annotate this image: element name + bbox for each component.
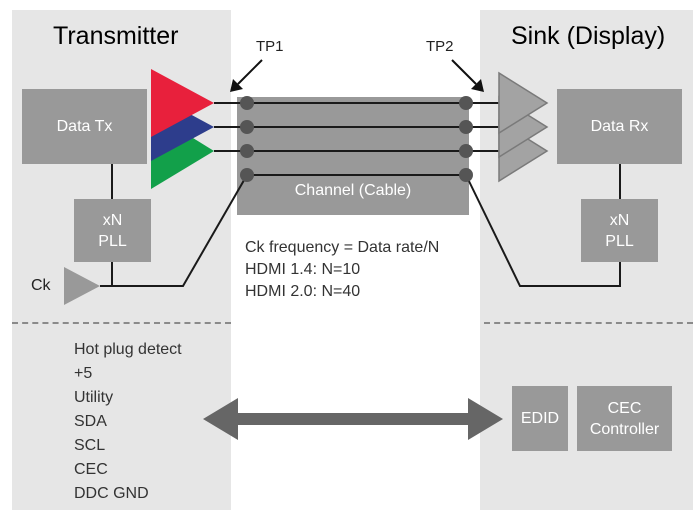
tp2-dot-2 bbox=[459, 120, 473, 134]
clock-notes: Ck frequency = Data rate/N HDMI 1.4: N=1… bbox=[245, 237, 439, 303]
rx-pll-line2: PLL bbox=[605, 232, 634, 250]
ddc-double-arrow-icon bbox=[203, 398, 503, 440]
edid-label: EDID bbox=[520, 410, 560, 427]
tp2-arrow-head-icon bbox=[471, 79, 484, 92]
note-line-1: Ck frequency = Data rate/N bbox=[245, 239, 440, 256]
tp2-dot-3 bbox=[459, 144, 473, 158]
tp1-dot-1 bbox=[240, 96, 254, 110]
data-tx-label: Data Tx bbox=[56, 118, 113, 135]
tx-pll-line1: xN bbox=[102, 211, 123, 229]
list-item: SCL bbox=[74, 437, 106, 454]
list-item: +5 bbox=[74, 365, 93, 382]
channel-box: Channel (Cable) bbox=[237, 97, 469, 215]
note-line-3: HDMI 2.0: N=40 bbox=[245, 283, 361, 300]
note-line-2: HDMI 1.4: N=10 bbox=[245, 261, 361, 278]
data-tx-box: Data Tx bbox=[22, 89, 147, 164]
sink-title: Sink (Display) bbox=[511, 22, 666, 50]
tp1-dot-3 bbox=[240, 144, 254, 158]
tx-pll-line2: PLL bbox=[98, 232, 127, 250]
list-item: DDC GND bbox=[74, 485, 149, 502]
tx-pll-box: xN PLL bbox=[74, 199, 151, 262]
rx-receiver-1-icon bbox=[498, 71, 549, 135]
tp1-dot-2 bbox=[240, 120, 254, 134]
tp1-dot-4 bbox=[240, 168, 254, 182]
data-rx-box: Data Rx bbox=[557, 89, 682, 164]
cec-line1: CEC bbox=[607, 399, 642, 417]
list-item: CEC bbox=[74, 461, 108, 478]
data-rx-label: Data Rx bbox=[590, 118, 649, 135]
tp2-arrow-shaft bbox=[451, 59, 477, 85]
tp1-arrow-head-icon bbox=[230, 79, 243, 92]
tp2-label: TP2 bbox=[426, 38, 454, 55]
cec-line2: Controller bbox=[589, 420, 660, 438]
rx-pll-line1: xN bbox=[609, 211, 630, 229]
tx-driver-red-icon bbox=[151, 69, 214, 137]
list-item: Utility bbox=[74, 389, 114, 406]
edid-box: EDID bbox=[512, 386, 568, 451]
rx-pll-box: xN PLL bbox=[581, 199, 658, 262]
tp2-dot-4 bbox=[459, 168, 473, 182]
tx-separator bbox=[12, 322, 231, 324]
ck-label: Ck bbox=[31, 277, 51, 294]
tp2-dot-1 bbox=[459, 96, 473, 110]
list-item: Hot plug detect bbox=[74, 341, 182, 358]
tp1-label: TP1 bbox=[256, 38, 284, 55]
rx-clock-wire bbox=[465, 174, 621, 287]
tp1-arrow-shaft bbox=[237, 59, 263, 85]
cec-controller-box: CEC Controller bbox=[577, 386, 672, 451]
transmitter-title: Transmitter bbox=[53, 22, 179, 50]
channel-label: Channel (Cable) bbox=[294, 182, 412, 199]
list-item: SDA bbox=[74, 413, 107, 430]
ck-source-icon bbox=[64, 267, 100, 305]
tx-clock-wire bbox=[100, 174, 248, 287]
ddc-signal-list: Hot plug detect +5 Utility SDA SCL CEC D… bbox=[74, 338, 182, 506]
rx-separator bbox=[484, 322, 693, 324]
